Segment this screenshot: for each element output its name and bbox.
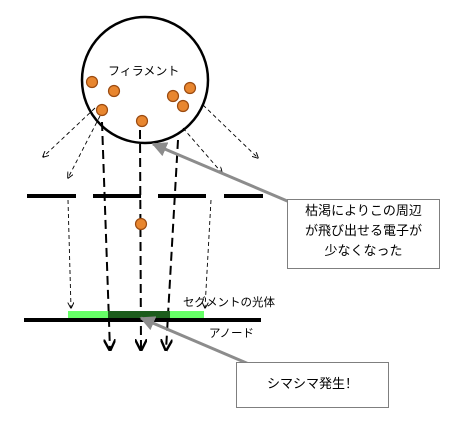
electron [135, 114, 149, 128]
electron [95, 103, 109, 117]
electron [134, 217, 148, 231]
segment-phosphor-dark [108, 311, 170, 318]
electron [107, 84, 121, 98]
segment-light-label: セグメントの光体 [183, 295, 275, 309]
electron [85, 75, 99, 89]
callout-depletion: 枯渇によりこの周辺 が飛び出せる電子が 少なくなった [287, 199, 440, 269]
scatter-arrows [43, 104, 258, 308]
scatter-arrow-left-outer [43, 107, 96, 157]
electron [176, 99, 190, 113]
callout-pointer-depletion [151, 142, 293, 205]
electrons [85, 75, 197, 231]
scatter-arrow-right-inner [182, 127, 222, 173]
scatter-arrow-left-inner [68, 115, 101, 178]
anode-label: アノード [209, 326, 254, 340]
outer-path-left [67, 199, 71, 308]
callout-pointer-stripes [139, 316, 257, 369]
callout-depletion-line3: 少なくなった [324, 244, 403, 259]
filament-circle [80, 15, 210, 145]
callout-depletion-line1: 枯渇によりこの周辺 [305, 204, 422, 219]
scatter-arrow-right-outer [202, 104, 258, 158]
callout-depletion-line2: が飛び出せる電子が [304, 224, 422, 239]
filament-label: フィラメント [108, 64, 180, 78]
electron [166, 89, 180, 103]
outer-path-right [205, 199, 212, 308]
electron [183, 81, 197, 95]
callout-stripes-text: シマシマ発生！ [266, 377, 358, 392]
callout-stripes: シマシマ発生！ [236, 362, 389, 408]
